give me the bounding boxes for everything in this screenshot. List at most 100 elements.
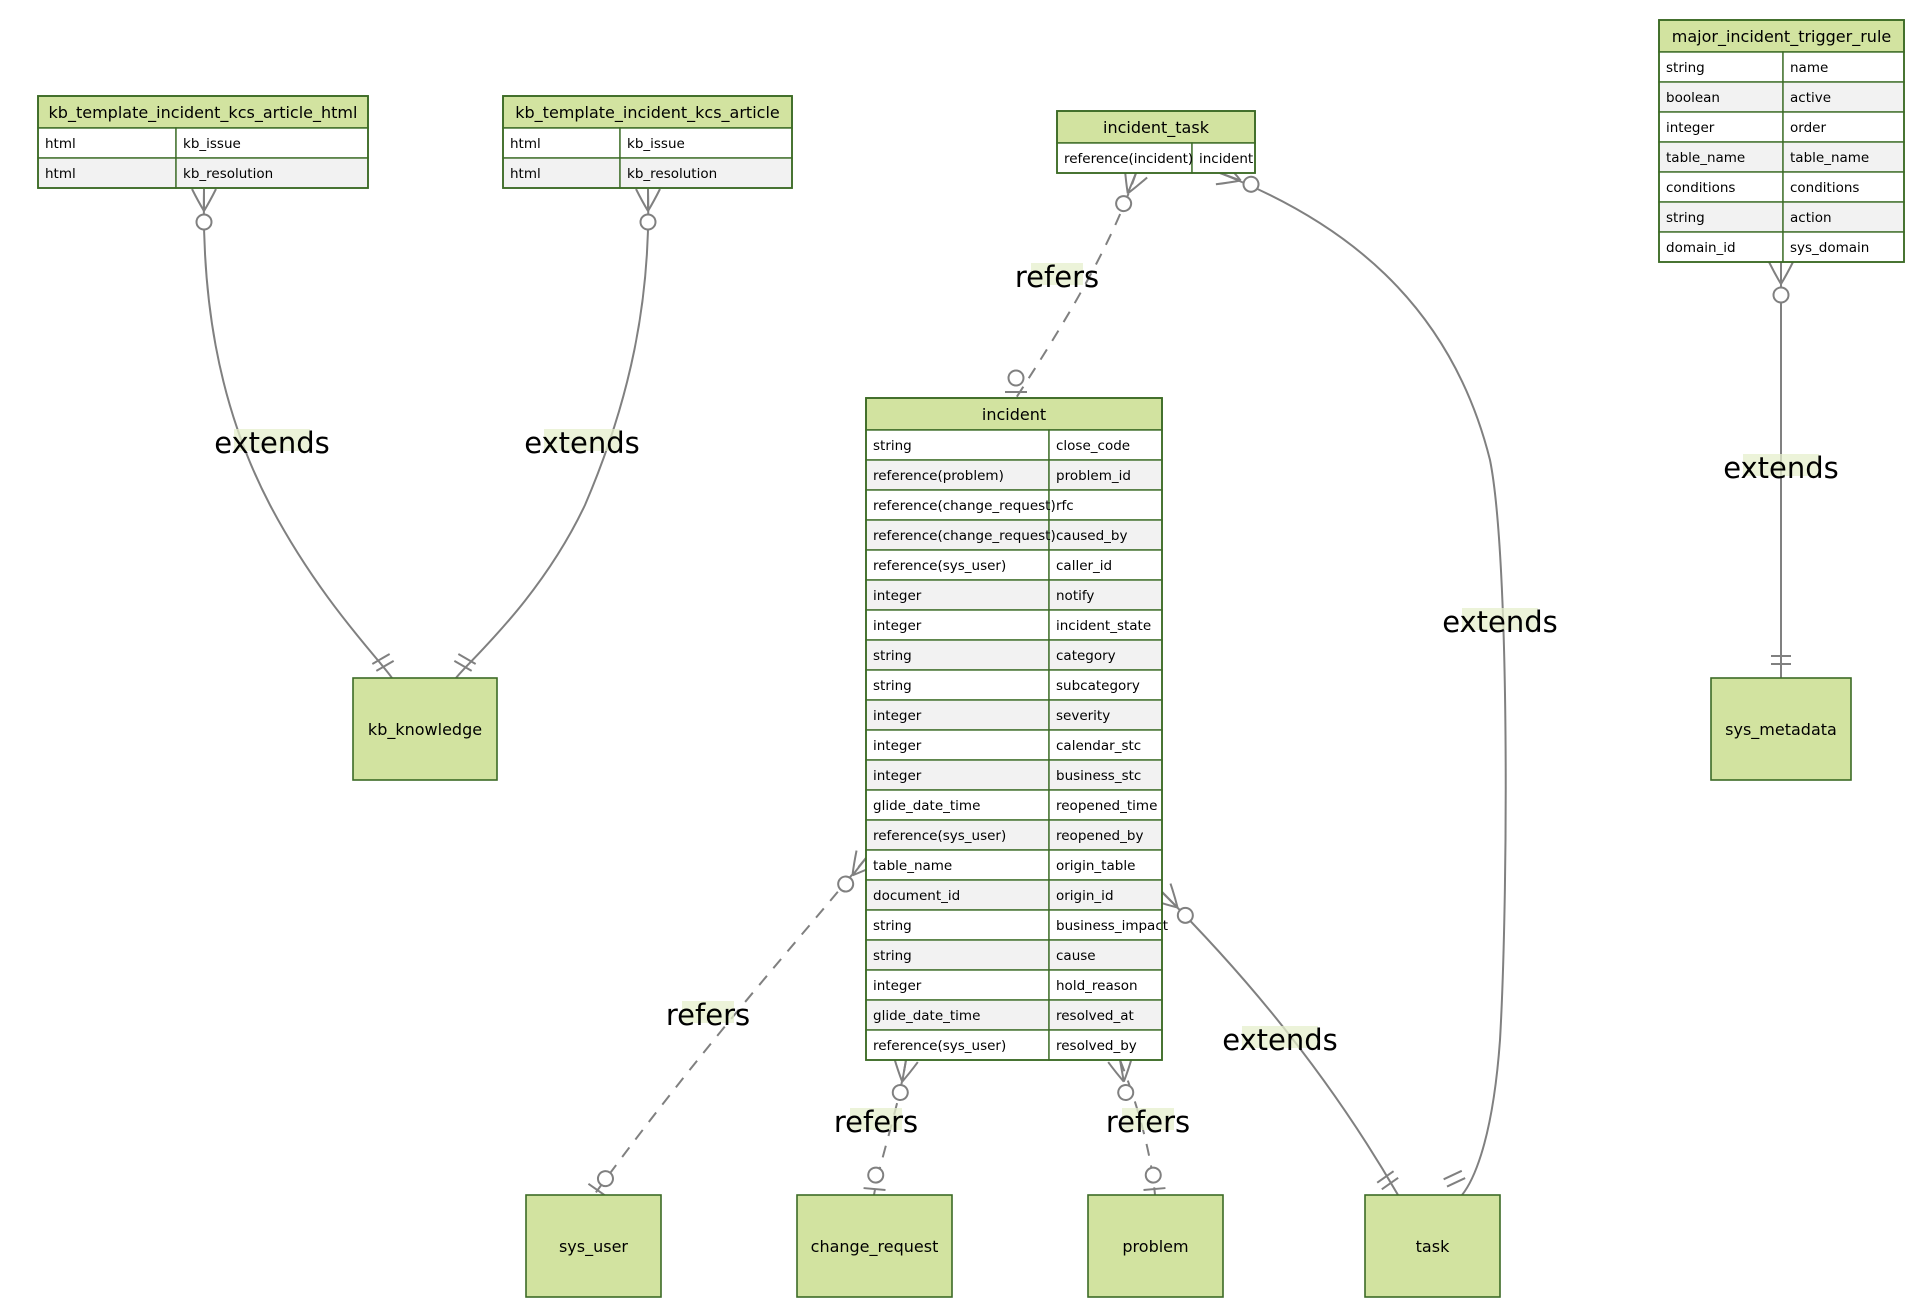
entity-title: sys_user (559, 1237, 628, 1257)
attribute-name: severity (1056, 708, 1110, 724)
attribute-type: string (873, 948, 912, 964)
entity-title: kb_template_incident_kcs_article_html (49, 103, 358, 123)
attribute-name: incident_state (1056, 618, 1151, 634)
attribute-name: category (1056, 648, 1116, 664)
attribute-type: integer (873, 618, 922, 634)
attribute-name: problem_id (1056, 468, 1131, 484)
attribute-name: caller_id (1056, 558, 1112, 574)
attribute-type: integer (873, 738, 922, 754)
relationship-label-r_inc_task: extends (1222, 1023, 1338, 1057)
cardinality-one-r_kbhtml_kb (371, 653, 395, 672)
attribute-name: kb_issue (183, 136, 241, 152)
entity-title: kb_knowledge (368, 720, 482, 740)
attribute-name: kb_resolution (183, 166, 273, 182)
relationship-label-r_inc_user: refers (666, 998, 750, 1032)
entity-box (525, 1194, 662, 1298)
attribute-name: notify (1056, 588, 1094, 604)
entity-kb_html[interactable]: kb_template_incident_kcs_article_htmlhtm… (37, 95, 369, 189)
cardinality-zero-one-r_inc_user (587, 1170, 614, 1198)
relationship-label-r_itask_inc: refers (1015, 260, 1099, 294)
attribute-type: html (510, 166, 541, 182)
relationship-label-r_inc_cr: refers (834, 1105, 918, 1139)
entity-sys_metadata[interactable]: sys_metadata (1710, 677, 1852, 781)
entity-title: problem (1122, 1237, 1188, 1256)
relationship-line-r_inc_prob (1119, 1059, 1156, 1196)
attribute-type: glide_date_time (873, 1008, 980, 1024)
attribute-name: caused_by (1056, 528, 1127, 544)
attribute-type: string (873, 918, 912, 934)
attribute-row: table_name origin_table (865, 849, 1163, 881)
entity-kb_knowledge[interactable]: kb_knowledge (352, 677, 498, 781)
cardinality-many-r_kbhtml_kb (191, 188, 217, 231)
cardinality-many-r_inc_task (1153, 883, 1194, 924)
entity-title: sys_metadata (1725, 720, 1837, 740)
attribute-name: name (1790, 60, 1828, 76)
attribute-name: action (1790, 210, 1832, 226)
entity-title: incident (982, 405, 1046, 424)
attribute-row: string cause (865, 939, 1163, 971)
attribute-name: active (1790, 90, 1831, 106)
cardinality-zero-one-r_inc_prob (1143, 1166, 1166, 1191)
attribute-row: string name (1658, 51, 1905, 83)
attribute-name: hold_reason (1056, 978, 1138, 994)
attribute-name: cause (1056, 948, 1096, 964)
svg-text:refers: refers (666, 998, 750, 1032)
attribute-type: reference(sys_user) (873, 1038, 1006, 1054)
attribute-type: string (1666, 60, 1705, 76)
attribute-row: reference(sys_user) caller_id (865, 549, 1163, 581)
attribute-type: table_name (873, 858, 952, 874)
cardinality-many-r_kbart_kb (635, 188, 661, 231)
attribute-type: reference(change_request) (873, 528, 1056, 544)
attribute-type: domain_id (1666, 240, 1736, 256)
svg-text:extends: extends (1723, 451, 1839, 485)
entity-box (796, 1194, 953, 1298)
entity-task[interactable]: task (1364, 1194, 1501, 1298)
entity-title: change_request (811, 1237, 939, 1257)
attribute-type: integer (873, 708, 922, 724)
entity-header (1056, 110, 1256, 144)
entity-box (1364, 1194, 1501, 1298)
attribute-name: table_name (1790, 150, 1869, 166)
entity-change_request[interactable]: change_request (796, 1194, 953, 1298)
attribute-name: reopened_time (1056, 798, 1157, 814)
attribute-row: table_name table_name (1658, 141, 1905, 173)
relationship-line-r_kbart_kb (455, 188, 650, 679)
attribute-type: integer (873, 588, 922, 604)
attribute-name: origin_table (1056, 858, 1135, 874)
entity-boxes: kb_template_incident_kcs_article_htmlhtm… (37, 19, 1905, 1298)
attribute-type: reference(sys_user) (873, 558, 1006, 574)
relationship-label-r_rule_meta: extends (1723, 451, 1839, 485)
entity-title: task (1416, 1237, 1450, 1256)
cardinality-many-r_rule_meta (1768, 261, 1794, 304)
svg-text:extends: extends (214, 426, 330, 460)
svg-text:extends: extends (524, 426, 640, 460)
attribute-name: origin_id (1056, 888, 1114, 904)
attribute-type: reference(incident) (1064, 151, 1193, 167)
svg-text:extends: extends (1222, 1023, 1338, 1057)
entity-problem[interactable]: problem (1087, 1194, 1224, 1298)
attribute-type: table_name (1666, 150, 1745, 166)
cardinality-many-r_inc_cr (891, 1057, 919, 1101)
entity-sys_user[interactable]: sys_user (525, 1194, 662, 1298)
relationship-labels: extends extends refers extends extends refers… (214, 260, 1839, 1139)
attribute-name: rfc (1056, 498, 1074, 514)
attribute-name: conditions (1790, 180, 1859, 196)
attribute-name: subcategory (1056, 678, 1140, 694)
attribute-row: reference(change_request)caused_by (865, 519, 1163, 551)
entity-header (37, 95, 369, 129)
attribute-name: reopened_by (1056, 828, 1143, 844)
